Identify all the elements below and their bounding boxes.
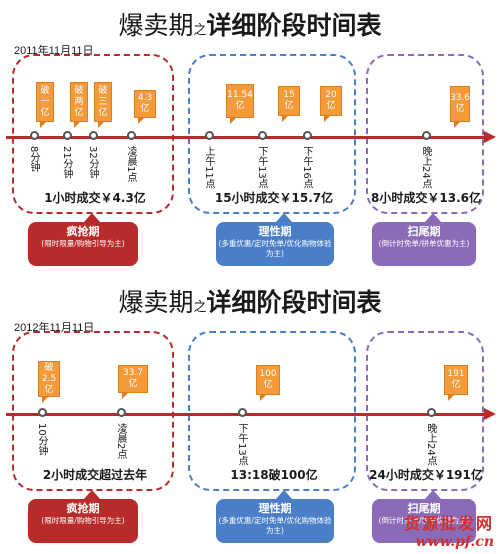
timeline-point [427, 408, 436, 417]
phase-box-rational [188, 331, 356, 491]
phase-tag-rational: 理性期 (多重优惠/定时免单/优化购物体验为主) [216, 490, 334, 543]
tick-label: 8分钟 [28, 146, 39, 173]
phase-tag-name: 理性期 [258, 225, 292, 238]
callout-marker: 33.6亿 [450, 86, 470, 128]
timeline-panel-2011: 爆卖期之详细阶段时间表 2011年11月11日 破一亿 破两亿 破三亿 4.3亿… [6, 11, 496, 266]
timeline-point [303, 131, 312, 140]
phase-summary: 13:18破100亿 [230, 468, 318, 482]
timeline-point [38, 408, 47, 417]
phase-tag-desc: (倒计时免单/拼单优惠为主) [378, 239, 470, 248]
phase-tag-name: 扫尾期 [407, 502, 441, 515]
timeline-axis [6, 136, 486, 139]
timeline-point [205, 131, 214, 140]
timeline-point [238, 408, 247, 417]
tick-label: 晚上24点 [420, 146, 431, 189]
callout-marker: 破一亿 [36, 82, 54, 128]
timeline-panel-2012: 爆卖期之详细阶段时间表 2012年11月11日 破2.5亿 33.7亿 100亿… [0, 277, 500, 554]
timeline-point [30, 131, 39, 140]
tick-label: 上午11点 [203, 146, 214, 189]
phase-tag-frenzy: 疯抢期 (限时限量/购物引导为主) [28, 490, 138, 543]
callout-marker: 20亿 [320, 86, 342, 122]
timeline-point [258, 131, 267, 140]
phase-tag-name: 理性期 [258, 502, 292, 515]
phase-tag-closing: 扫尾期 (倒计时免单/拼单优惠为主) [372, 213, 476, 266]
callout-marker: 100亿 [256, 365, 280, 401]
timeline-point [422, 131, 431, 140]
phase-summary: 8小时成交￥13.6亿 [371, 191, 481, 205]
callout-marker: 11.54亿 [226, 84, 254, 124]
timeline-point [89, 131, 98, 140]
callout-marker: 4.3亿 [134, 90, 156, 124]
tick-label: 下午16点 [301, 146, 312, 189]
phase-summary: 15小时成交￥15.7亿 [214, 191, 334, 205]
timeline-point [63, 131, 72, 140]
panel-title: 爆卖期之详细阶段时间表 [118, 288, 382, 317]
watermark: 货源批发网 www.pf.cn [404, 510, 494, 550]
callout-marker: 191亿 [444, 365, 468, 401]
phase-tag-desc: (限时限量/购物引导为主) [41, 239, 125, 248]
timeline-point [127, 131, 136, 140]
tick-label: 凌晨2点 [115, 423, 126, 460]
phase-tag-name: 扫尾期 [407, 225, 441, 238]
callout-marker: 15亿 [278, 86, 300, 122]
timeline-arrowhead [484, 408, 496, 420]
phase-tag-name: 疯抢期 [66, 502, 100, 515]
phase-summary: 1小时成交￥4.3亿 [44, 191, 146, 205]
tick-label: 下午13点 [256, 146, 267, 189]
callout-marker: 破两亿 [70, 82, 88, 128]
tick-label: 21分钟 [61, 146, 72, 179]
phase-tag-desc: (多重优惠/定时免单/优化购物体验为主) [218, 239, 332, 258]
phase-summary: 2小时成交超过去年 [42, 468, 148, 482]
phase-tag-closing: 扫尾期 (倒计时免单/拼单优惠为主) [372, 490, 476, 543]
tick-label: 下午13点 [236, 423, 247, 466]
phase-tag-desc: (倒计时免单/拼单优惠为主) [378, 516, 470, 525]
phase-tag-rational: 理性期 (多重优惠/定时免单/优化购物体验为主) [216, 213, 334, 266]
watermark-site-name: 货源批发网 [403, 514, 494, 533]
phase-summary: 24小时成交￥191亿 [369, 468, 483, 482]
phase-box-rational [188, 54, 356, 214]
tick-label: 晚上24点 [425, 423, 436, 466]
phase-tag-desc: (多重优惠/定时免单/优化购物体验为主) [218, 516, 332, 535]
phase-tag-name: 疯抢期 [66, 225, 100, 238]
tick-label: 32分钟 [87, 146, 98, 179]
panel-title: 爆卖期之详细阶段时间表 [118, 11, 382, 40]
callout-marker: 33.7亿 [118, 365, 148, 399]
callout-marker: 破2.5亿 [38, 361, 60, 403]
watermark-url: www.pf.cn [415, 534, 494, 550]
tick-label: 10分钟 [36, 423, 47, 456]
timeline-arrowhead [484, 131, 496, 143]
phase-tag-frenzy: 疯抢期 (限时限量/购物引导为主) [28, 213, 138, 266]
timeline-point [117, 408, 126, 417]
phase-tag-desc: (限时限量/购物引导为主) [41, 516, 125, 525]
callout-marker: 破三亿 [94, 82, 112, 128]
tick-label: 凌晨1点 [125, 146, 136, 183]
